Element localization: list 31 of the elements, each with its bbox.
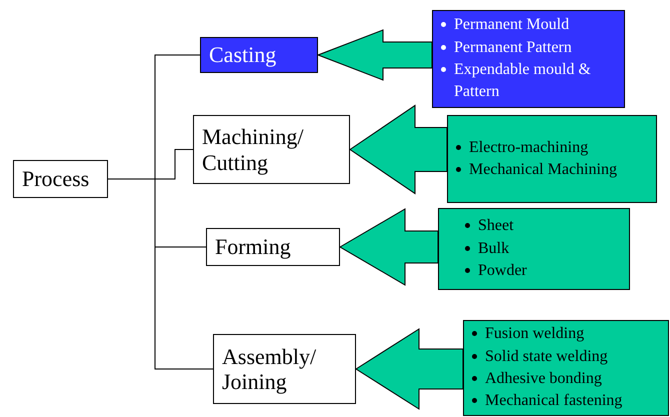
bullet-list-box: [463, 320, 669, 416]
box-label: Process: [22, 166, 90, 192]
list-item-text: Adhesive bonding: [485, 369, 602, 389]
list-item-text: Sheet: [478, 216, 514, 236]
list-item-text: Bulk: [478, 238, 510, 259]
list-item-text: Fusion welding: [485, 324, 584, 344]
box-label: Machining/ Cutting: [202, 124, 304, 175]
list-item-text: Permanent Pattern: [454, 38, 572, 58]
process-box: [193, 115, 350, 184]
list-item-text: Expendable mould & Pattern: [454, 60, 592, 102]
bullet-list-box: [432, 10, 625, 108]
list-item-text: Electro-machining: [469, 138, 588, 158]
list-item-text: Mechanical fastening: [485, 391, 622, 412]
process-box: [206, 228, 340, 266]
process-box: [213, 334, 356, 404]
bullet-list-box: [438, 208, 630, 290]
list-item-text: Powder: [478, 261, 527, 282]
connector-line: [108, 54, 200, 180]
block-arrow: [339, 208, 438, 286]
block-arrow: [316, 29, 432, 81]
process-box: [200, 37, 318, 73]
list-item-text: Permanent Mould: [454, 15, 570, 36]
bullet-list-box: [447, 115, 657, 203]
process-box: [13, 160, 108, 198]
list-item-text: Solid state welding: [485, 346, 608, 367]
block-arrow: [355, 328, 464, 410]
box-label: Assembly/ Joining: [222, 344, 318, 394]
box-label: Forming: [215, 234, 292, 260]
list-item-text: Mechanical Machining: [469, 160, 617, 180]
block-arrow: [349, 104, 448, 194]
box-label: Casting: [209, 42, 278, 68]
